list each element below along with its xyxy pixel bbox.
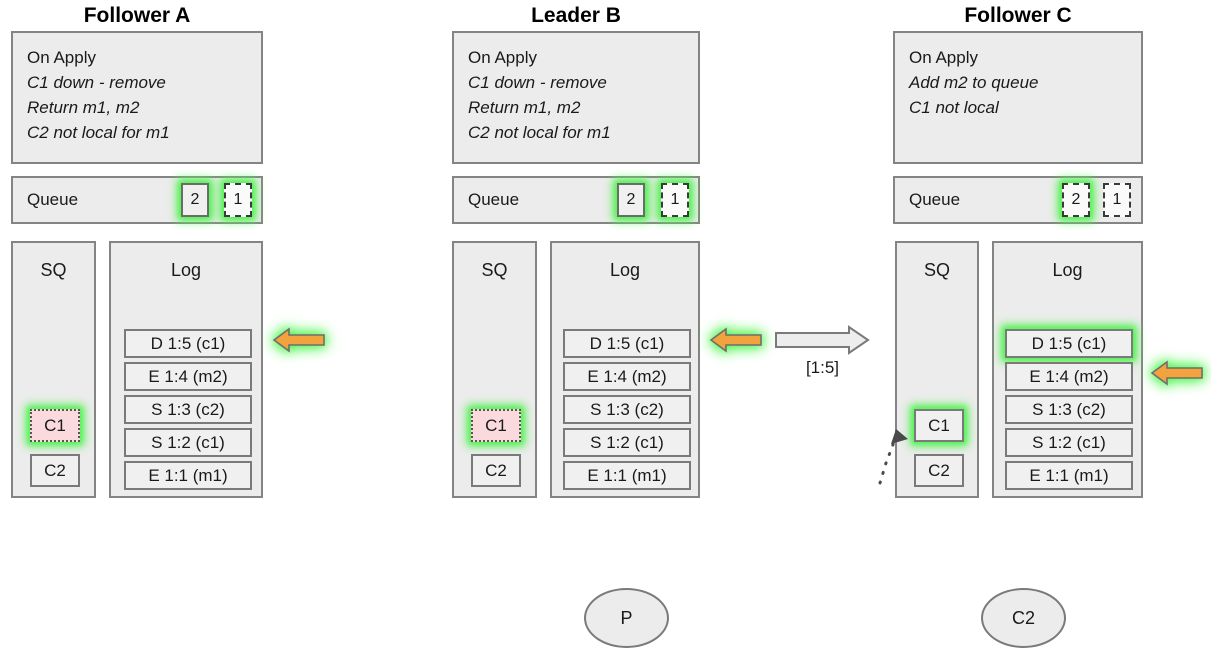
pointer-arrow-follower-a — [272, 323, 326, 357]
log-entry[interactable]: D 1:5 (c1) — [1005, 329, 1133, 358]
on-apply-line: Return m1, m2 — [468, 98, 581, 117]
queue-label: Queue — [468, 190, 520, 209]
sq-panel-leader-b: SQ C1 C2 — [452, 241, 537, 498]
log-entry[interactable]: E 1:4 (m2) — [1005, 362, 1133, 391]
on-apply-panel-leader-b: On Apply C1 down - remove Return m1, m2 … — [452, 31, 700, 164]
queue-item[interactable]: 2 — [617, 183, 645, 217]
sq-item-c2[interactable]: C2 — [30, 454, 80, 487]
queue-item[interactable]: 1 — [661, 183, 689, 217]
queue-panel-follower-a: Queue 2 1 — [11, 176, 263, 224]
dotted-arrow-icon — [878, 429, 908, 485]
on-apply-line: Add m2 to queue — [909, 73, 1039, 92]
sq-item-c1[interactable]: C1 — [471, 409, 521, 442]
log-entry[interactable]: E 1:4 (m2) — [124, 362, 252, 391]
sq-title: SQ — [40, 260, 67, 280]
on-apply-line: C2 not local for m1 — [27, 123, 170, 142]
on-apply-panel-follower-c: On Apply Add m2 to queue C1 not local — [893, 31, 1143, 164]
log-entry[interactable]: E 1:1 (m1) — [1005, 461, 1133, 490]
sq-panel-follower-a: SQ C1 C2 — [11, 241, 96, 498]
column-title-follower-a: Follower A — [83, 4, 191, 27]
log-entry[interactable]: E 1:1 (m1) — [124, 461, 252, 490]
log-entry[interactable]: D 1:5 (c1) — [563, 329, 691, 358]
replication-arrow — [775, 325, 870, 355]
column-title-leader-b: Leader B — [531, 4, 621, 27]
column-title-follower-c: Follower C — [964, 4, 1072, 27]
on-apply-line: C1 down - remove — [27, 73, 166, 92]
on-apply-line: C1 not local — [909, 98, 999, 117]
node-producer[interactable]: P — [584, 588, 669, 648]
log-entry[interactable]: E 1:1 (m1) — [563, 461, 691, 490]
arrow-left-icon — [709, 327, 762, 353]
replication-arrow-label: [1:5] — [805, 358, 840, 377]
log-entry[interactable]: S 1:2 (c1) — [124, 428, 252, 457]
on-apply-line: Return m1, m2 — [27, 98, 140, 117]
arrow-right-icon — [775, 325, 870, 355]
pointer-arrow-leader-b — [709, 323, 763, 357]
pointer-arrow-follower-c — [1150, 356, 1204, 390]
arrow-left-icon — [272, 327, 325, 353]
sq-item-c1[interactable]: C1 — [30, 409, 80, 442]
queue-panel-leader-b: Queue 2 1 — [452, 176, 700, 224]
log-panel-leader-b: Log D 1:5 (c1) E 1:4 (m2) S 1:3 (c2) S 1… — [550, 241, 700, 498]
on-apply-line: C2 not local for m1 — [468, 123, 611, 142]
log-panel-follower-c: Log D 1:5 (c1) E 1:4 (m2) S 1:3 (c2) S 1… — [992, 241, 1143, 498]
queue-label: Queue — [27, 190, 79, 209]
log-entry[interactable]: E 1:4 (m2) — [563, 362, 691, 391]
log-entry[interactable]: S 1:3 (c2) — [563, 395, 691, 424]
sq-item-c1[interactable]: C1 — [914, 409, 964, 442]
queue-item[interactable]: 2 — [181, 183, 209, 217]
dotted-pointer-arrow-follower-c — [872, 405, 924, 485]
sq-item-c2[interactable]: C2 — [914, 454, 964, 487]
queue-item[interactable]: 1 — [1103, 183, 1131, 217]
node-consumer-c2[interactable]: C2 — [981, 588, 1066, 648]
log-entry[interactable]: S 1:3 (c2) — [124, 395, 252, 424]
sq-panel-follower-c: SQ C1 C2 — [895, 241, 979, 498]
sq-title: SQ — [923, 260, 950, 280]
sq-title: SQ — [481, 260, 508, 280]
queue-item[interactable]: 2 — [1062, 183, 1090, 217]
sq-item-c2[interactable]: C2 — [471, 454, 521, 487]
on-apply-line: C1 down - remove — [468, 73, 607, 92]
log-title: Log — [170, 260, 202, 280]
log-entry[interactable]: S 1:2 (c1) — [1005, 428, 1133, 457]
log-panel-follower-a: Log D 1:5 (c1) E 1:4 (m2) S 1:3 (c2) S 1… — [109, 241, 263, 498]
log-entry[interactable]: S 1:2 (c1) — [563, 428, 691, 457]
log-title: Log — [609, 260, 641, 280]
on-apply-header: On Apply — [468, 48, 537, 67]
queue-label: Queue — [909, 190, 961, 209]
arrow-left-icon — [1150, 360, 1203, 386]
log-entry[interactable]: D 1:5 (c1) — [124, 329, 252, 358]
on-apply-header: On Apply — [909, 48, 978, 67]
queue-panel-follower-c: Queue 2 1 — [893, 176, 1143, 224]
log-entry[interactable]: S 1:3 (c2) — [1005, 395, 1133, 424]
log-title: Log — [1052, 260, 1083, 280]
on-apply-header: On Apply — [27, 48, 96, 67]
queue-item[interactable]: 1 — [224, 183, 252, 217]
on-apply-panel-follower-a: On Apply C1 down - remove Return m1, m2 … — [11, 31, 263, 164]
